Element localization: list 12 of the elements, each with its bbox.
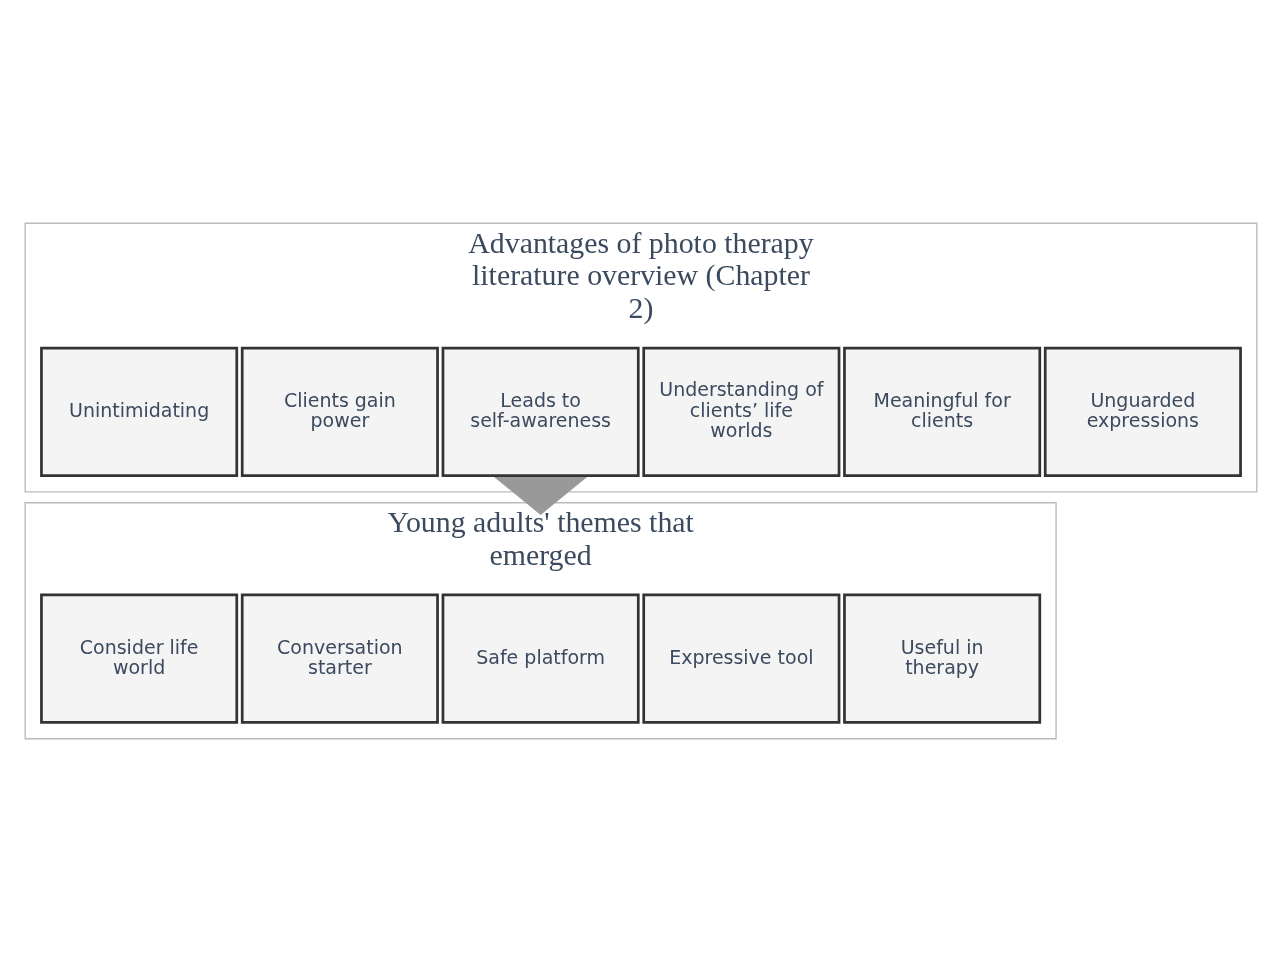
node-box: Expressive tool (642, 593, 841, 724)
node-box: Consider life world (40, 593, 239, 724)
node-box: Useful in therapy (843, 593, 1042, 724)
node-box: Understanding of clients’ life worlds (642, 346, 841, 477)
node-box: Unintimidating (40, 346, 239, 477)
node-box: Conversation starter (240, 593, 439, 724)
arrow (494, 476, 588, 515)
node-box: Safe platform (441, 593, 640, 724)
node-box: Unguarded expressions (1043, 346, 1242, 477)
node-box: Meaningful for clients (843, 346, 1042, 477)
node-box: Clients gain power (240, 346, 439, 477)
node-box: Leads to self-awareness (441, 346, 640, 477)
